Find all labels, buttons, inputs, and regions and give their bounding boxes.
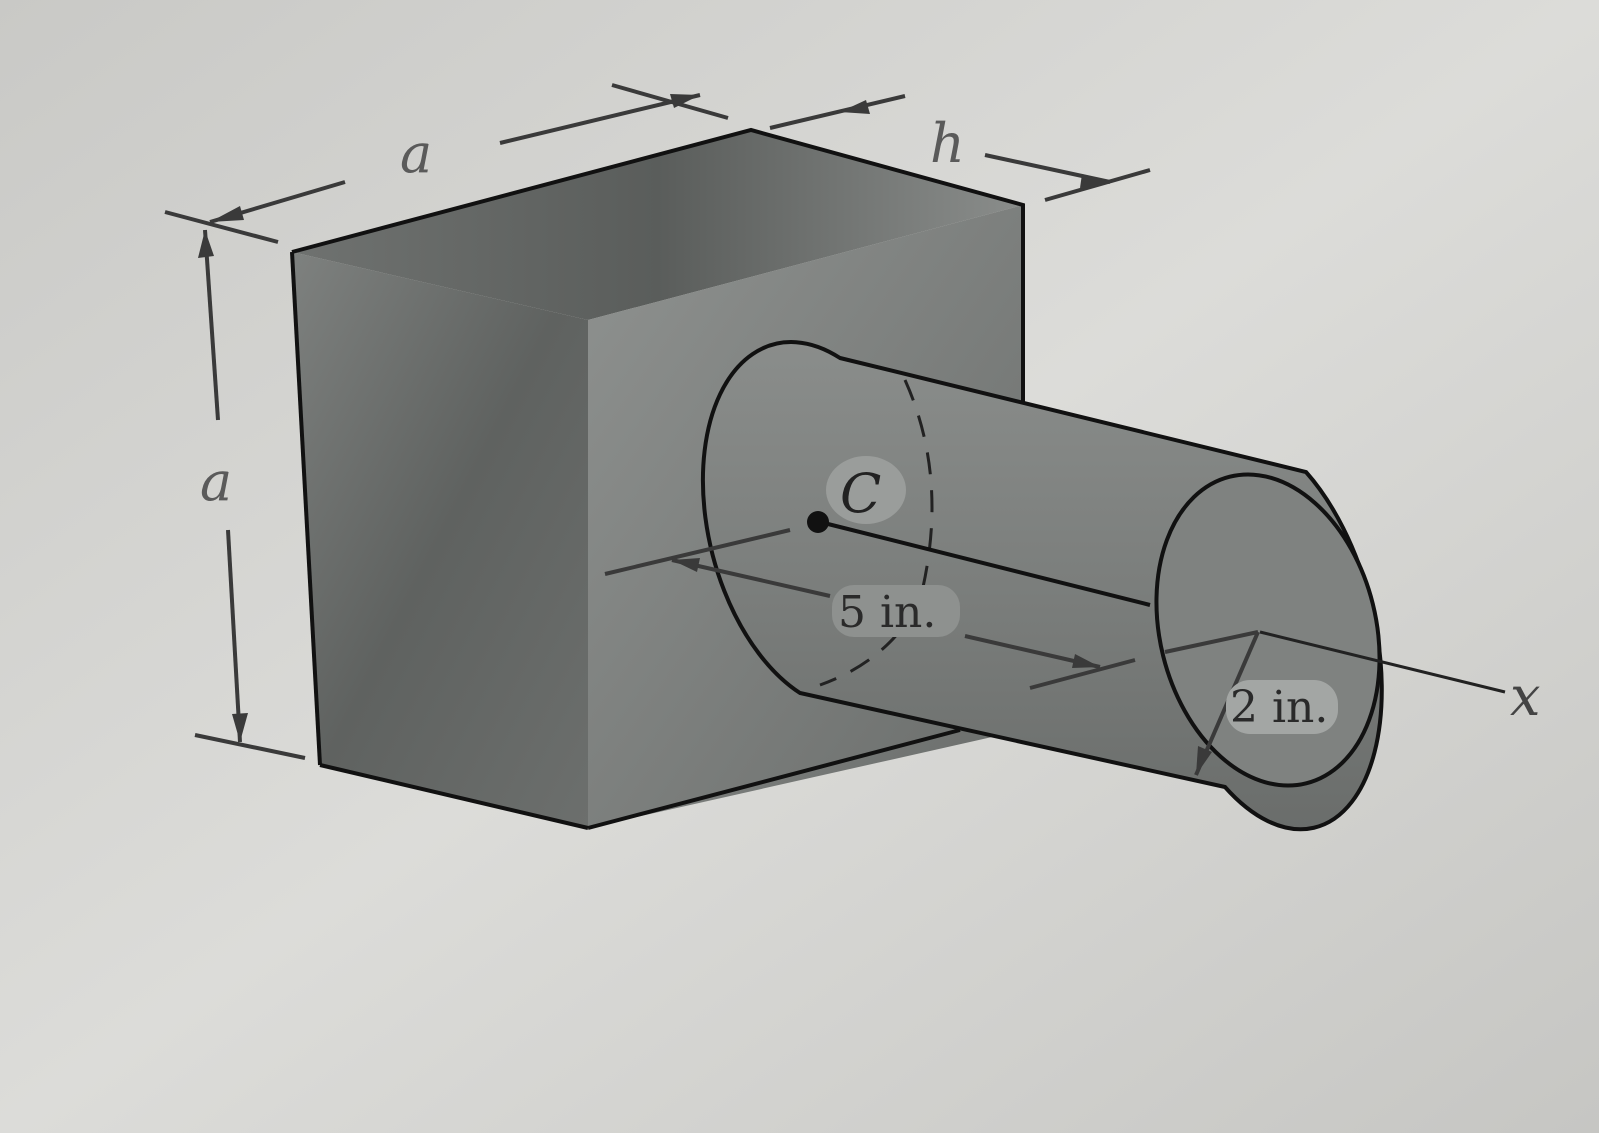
dimension-h <box>769 94 1151 202</box>
block-front-face <box>292 252 588 828</box>
radius-label-backdrop <box>1226 680 1338 734</box>
label-cylinder-radius: 2 in. <box>1230 682 1328 733</box>
block-top-face <box>292 130 1023 320</box>
dimension-5in <box>604 528 1136 690</box>
label-block-depth: h <box>930 112 965 175</box>
dimension-left-a <box>194 229 306 760</box>
label-axis: x <box>1510 665 1540 728</box>
label-block-height: a <box>200 450 232 513</box>
centroid-label-backdrop <box>826 456 906 524</box>
label-centroid: C <box>840 462 881 525</box>
label-cylinder-length: 5 in. <box>838 587 936 638</box>
dimension-top-a <box>164 83 729 244</box>
x-axis-extension <box>1259 630 1506 694</box>
x-axis-line <box>819 520 1151 607</box>
length-label-backdrop <box>832 585 960 637</box>
label-block-width: a <box>400 122 432 185</box>
centroid-point <box>807 511 829 533</box>
